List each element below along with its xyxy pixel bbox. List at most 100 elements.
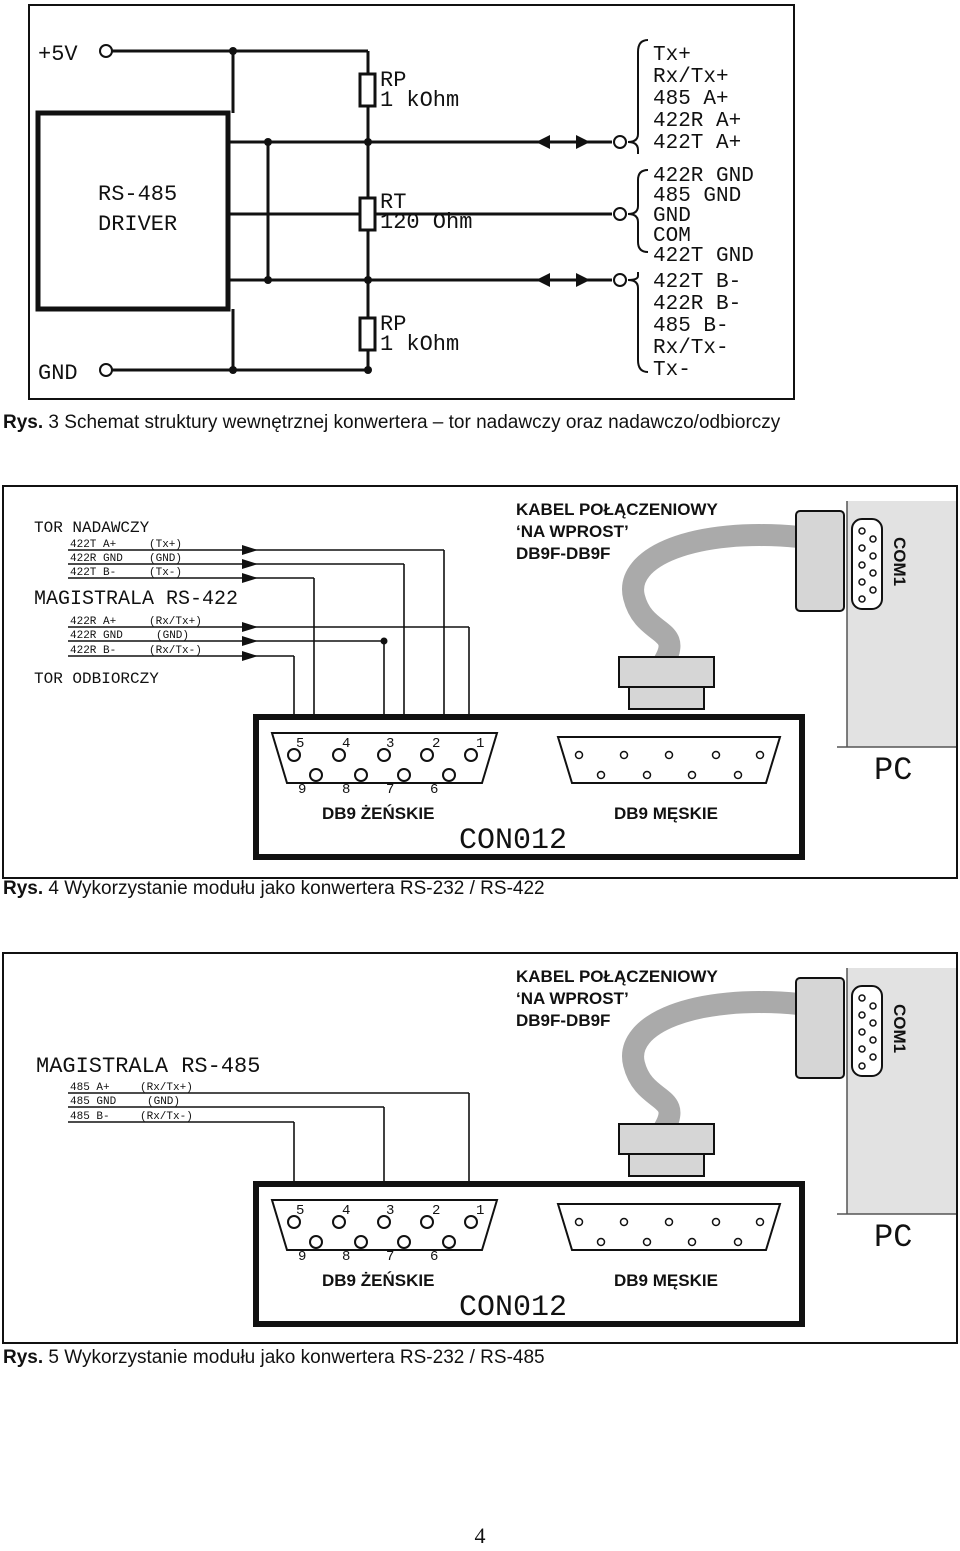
female-label: DB9 ŻEŃSKIE bbox=[322, 804, 434, 823]
rx-signal-alias: (Rx/Tx-) bbox=[149, 645, 202, 657]
pin-number: 8 bbox=[342, 782, 350, 798]
pin-number: 4 bbox=[342, 736, 350, 752]
figure-5-diagram: PC COM1 KABEL POŁĄCZENIOWY ‘NA WPROST’ D… bbox=[2, 952, 958, 1344]
figure-3-caption: Rys. 3 Schemat struktury wewnętrznej kon… bbox=[3, 412, 781, 433]
cable bbox=[622, 991, 810, 1140]
pin-number: 4 bbox=[342, 1203, 350, 1219]
diagram-4-svg: PC COM1 KABEL POŁĄCZENIOWY ‘NA WPROST’ D… bbox=[34, 500, 956, 860]
driver-label-line1: RS-485 bbox=[98, 182, 177, 207]
pin-number: 7 bbox=[386, 782, 394, 798]
group-gnd-label: 422T GND bbox=[653, 245, 754, 268]
tor-odbiorczy-label: TOR ODBIORCZY bbox=[34, 670, 159, 688]
ground-label: GND bbox=[38, 361, 78, 386]
rt-value: 120 Ohm bbox=[380, 210, 472, 235]
group-b-label: 422R B- bbox=[653, 293, 741, 316]
rp-top-value: 1 kOhm bbox=[380, 88, 459, 113]
signal-name: 485 B- bbox=[70, 1111, 110, 1123]
group-gnd-label: GND bbox=[653, 205, 691, 228]
rx-signal-name: 422R B- bbox=[70, 645, 116, 657]
signal-name: 485 GND bbox=[70, 1096, 117, 1108]
com1-port bbox=[851, 985, 883, 1077]
page-number: 4 bbox=[474, 1523, 486, 1548]
group-a-label: 422T A+ bbox=[653, 132, 741, 155]
module-label: CON012 bbox=[459, 824, 567, 858]
cable-line2: ‘NA WPROST’ bbox=[516, 989, 629, 1008]
pin-number: 2 bbox=[432, 736, 440, 752]
a-terminal bbox=[613, 135, 627, 149]
group-b-label: Tx- bbox=[653, 359, 691, 382]
rx-signal-alias: (GND) bbox=[156, 630, 189, 642]
db9-male bbox=[556, 1203, 782, 1251]
cable-line1: KABEL POŁĄCZENIOWY bbox=[516, 967, 718, 986]
cable-connector-pc bbox=[795, 510, 845, 612]
rp-top-resistor bbox=[358, 72, 377, 108]
signal-alias: (GND) bbox=[147, 1096, 180, 1108]
db9-male bbox=[556, 736, 782, 784]
brace-a bbox=[627, 39, 649, 154]
group-b-label: 422T B- bbox=[653, 271, 741, 294]
group-b-label: Rx/Tx- bbox=[653, 337, 729, 360]
group-gnd-label: 422R GND bbox=[653, 165, 754, 188]
male-label: DB9 MĘSKIE bbox=[614, 804, 718, 823]
female-label: DB9 ŻEŃSKIE bbox=[322, 1271, 434, 1290]
driver-label-line2: DRIVER bbox=[98, 212, 177, 237]
signal-name: 485 A+ bbox=[70, 1082, 110, 1094]
tx-signal-name: 422T B- bbox=[70, 567, 116, 579]
cable-connector-down bbox=[618, 1123, 715, 1155]
group-a-label: 485 A+ bbox=[653, 88, 729, 111]
pin-number: 2 bbox=[432, 1203, 440, 1219]
rp-top-name: RP bbox=[380, 68, 406, 93]
com1-label: COM1 bbox=[890, 537, 909, 586]
pin-number: 5 bbox=[296, 1203, 304, 1219]
group-a-label: Rx/Tx+ bbox=[653, 66, 729, 89]
pin-number: 7 bbox=[386, 1249, 394, 1265]
signal-alias: (Rx/Tx-) bbox=[140, 1111, 193, 1123]
rt-name: RT bbox=[380, 190, 406, 215]
pin-number: 8 bbox=[342, 1249, 350, 1265]
pin-number: 6 bbox=[430, 1249, 438, 1265]
pin-number: 9 bbox=[298, 782, 306, 798]
diagram-5-svg: PC COM1 KABEL POŁĄCZENIOWY ‘NA WPROST’ D… bbox=[36, 967, 956, 1327]
cable bbox=[622, 524, 810, 673]
rp-bottom-name: RP bbox=[380, 312, 406, 337]
b-terminal bbox=[613, 273, 627, 287]
cable-line3: DB9F-DB9F bbox=[516, 544, 610, 563]
rt-resistor bbox=[358, 196, 377, 232]
com1-port bbox=[851, 518, 883, 610]
module-label: CON012 bbox=[459, 1291, 567, 1325]
plus5v-terminal bbox=[99, 44, 113, 58]
group-b-label: 485 B- bbox=[653, 315, 729, 338]
brace-gnd bbox=[627, 169, 649, 253]
tx-signal-alias: (GND) bbox=[149, 553, 182, 565]
bus-title: MAGISTRALA RS-485 bbox=[36, 1054, 260, 1079]
figure-4-diagram: PC COM1 KABEL POŁĄCZENIOWY ‘NA WPROST’ D… bbox=[2, 485, 958, 879]
group-gnd-label: COM bbox=[653, 225, 691, 248]
tx-signal-alias: (Tx-) bbox=[149, 567, 182, 579]
figure-3-schematic: +5V GND RS-485 DRIVER RP 1 kOhm RT 120 O… bbox=[28, 4, 795, 400]
pin-number: 1 bbox=[476, 1203, 484, 1219]
tx-signal-name: 422T A+ bbox=[70, 539, 116, 551]
pin-number: 3 bbox=[386, 736, 394, 752]
gnd-out-terminal bbox=[613, 207, 627, 221]
pin-number: 3 bbox=[386, 1203, 394, 1219]
cable-line2: ‘NA WPROST’ bbox=[516, 522, 629, 541]
group-gnd-label: 485 GND bbox=[653, 185, 741, 208]
brace-b bbox=[627, 272, 649, 373]
com1-label: COM1 bbox=[890, 1004, 909, 1053]
rx-signal-alias: (Rx/Tx+) bbox=[149, 616, 202, 628]
cable-line3: DB9F-DB9F bbox=[516, 1011, 610, 1030]
pin-number: 6 bbox=[430, 782, 438, 798]
pin-number: 9 bbox=[298, 1249, 306, 1265]
cable-connector-down bbox=[618, 656, 715, 688]
tx-signal-name: 422R GND bbox=[70, 553, 123, 565]
supply-label: +5V bbox=[38, 42, 78, 67]
rp-bottom-resistor bbox=[358, 316, 377, 352]
male-label: DB9 MĘSKIE bbox=[614, 1271, 718, 1290]
rx-signal-name: 422R A+ bbox=[70, 616, 116, 628]
pc-label: PC bbox=[874, 1219, 912, 1256]
figure-4-caption: Rys. 4 Wykorzystanie modułu jako konwert… bbox=[3, 878, 545, 899]
group-a-label: Tx+ bbox=[653, 44, 691, 67]
pc-label: PC bbox=[874, 752, 912, 789]
tx-signal-alias: (Tx+) bbox=[149, 539, 182, 551]
signal-alias: (Rx/Tx+) bbox=[140, 1082, 193, 1094]
